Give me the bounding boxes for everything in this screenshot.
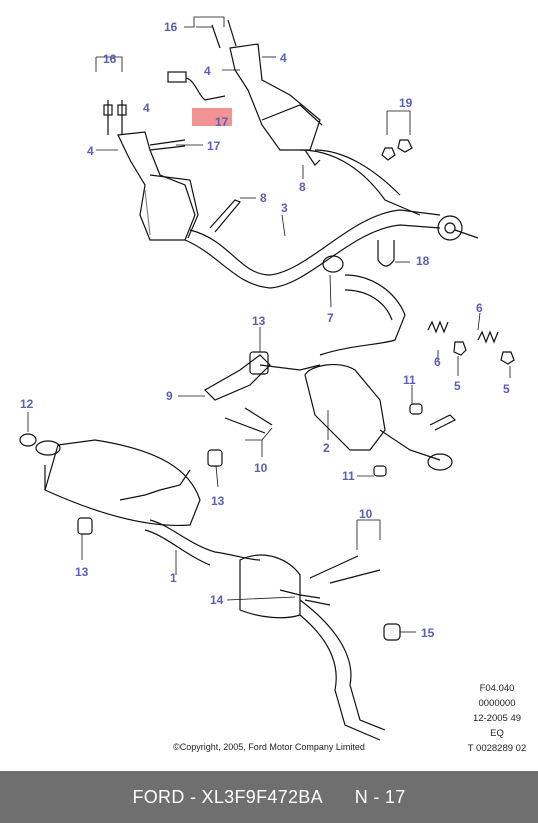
callout-10-middle: 10 bbox=[254, 461, 268, 475]
callout-16-left: 16 bbox=[103, 52, 117, 66]
callout-13-top: 13 bbox=[252, 314, 266, 328]
footer-bar: FORD - XL3F9F472BA N - 17 bbox=[0, 771, 538, 823]
figure-id: T 0028289 02 bbox=[467, 743, 527, 754]
callout-12: 12 bbox=[20, 397, 34, 411]
callout-11-top: 11 bbox=[403, 373, 416, 387]
callout-11-bottom: 11 bbox=[342, 469, 355, 483]
footer-part-number: XL3F9F472BA bbox=[201, 786, 323, 807]
figure-serial: 0000000 bbox=[478, 698, 516, 709]
drawing-reference-block: F04.040 0000000 12-2005 49 EQ T 0028289 … bbox=[452, 681, 538, 756]
callout-4-top-right: 4 bbox=[280, 51, 287, 65]
callout-13-left: 13 bbox=[75, 565, 89, 579]
callout-19: 19 bbox=[399, 96, 413, 110]
callout-13-right: 13 bbox=[211, 494, 225, 508]
callout-10-bottom: 10 bbox=[359, 507, 373, 521]
parts-drawing bbox=[19, 19, 515, 741]
callout-17-left: 17 bbox=[207, 139, 221, 153]
copyright-notice: ©Copyright, 2005, Ford Motor Company Lim… bbox=[173, 742, 365, 752]
callout-6-left: 6 bbox=[434, 355, 441, 369]
callout-4-top-mid: 4 bbox=[204, 64, 211, 78]
leader-lines bbox=[27, 16, 511, 633]
callout-5-right: 5 bbox=[503, 382, 510, 396]
footer-brand: FORD bbox=[132, 786, 185, 807]
callout-5-left: 5 bbox=[454, 379, 461, 393]
callout-labels: 16 4 4 17 16 4 4 17 19 8 8 3 18 7 6 6 5 … bbox=[20, 20, 510, 640]
callout-6-right: 6 bbox=[476, 301, 483, 315]
callout-16-top: 16 bbox=[164, 20, 178, 34]
callout-4-left-upper: 4 bbox=[143, 101, 150, 115]
callout-18: 18 bbox=[416, 254, 430, 268]
callout-1: 1 bbox=[170, 571, 177, 585]
highlight-box bbox=[192, 108, 232, 126]
figure-date: 12-2005 49 bbox=[472, 713, 522, 724]
callout-14: 14 bbox=[210, 593, 224, 607]
figure-code: F04.040 bbox=[479, 683, 515, 694]
callout-7: 7 bbox=[327, 311, 334, 325]
exploded-parts-diagram: 16 4 4 17 16 4 4 17 19 8 8 3 18 7 6 6 5 … bbox=[19, 16, 515, 741]
footer-ref: N - 17 bbox=[354, 786, 406, 807]
callout-2: 2 bbox=[323, 441, 330, 455]
callout-15: 15 bbox=[421, 626, 435, 640]
callout-4-left: 4 bbox=[87, 144, 94, 158]
callout-3: 3 bbox=[281, 201, 288, 215]
figure-eq: EQ bbox=[490, 728, 504, 739]
callout-9: 9 bbox=[166, 389, 173, 403]
callout-8-right: 8 bbox=[299, 180, 306, 194]
callout-17-highlighted: 17 bbox=[215, 115, 229, 129]
callout-8-left: 8 bbox=[260, 191, 267, 205]
